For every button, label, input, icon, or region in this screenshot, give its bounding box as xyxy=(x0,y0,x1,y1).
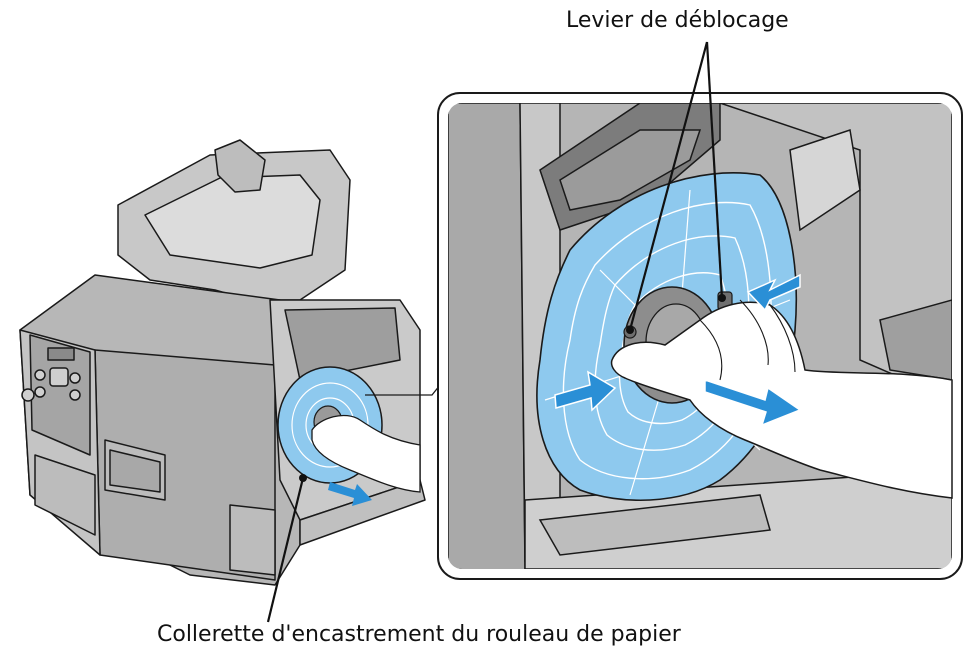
release-lever-label: Levier de déblocage xyxy=(566,8,789,33)
roll-flange-label: Collerette d'encastrement du rouleau de … xyxy=(157,622,681,647)
printer-body xyxy=(19,139,426,586)
arrow-small xyxy=(328,482,372,506)
arrows-large xyxy=(554,273,802,427)
leader-dots xyxy=(299,294,726,482)
hand-small xyxy=(311,414,421,493)
leader-lines xyxy=(266,41,724,623)
hand-finger-lines xyxy=(699,299,796,381)
zoom-inset xyxy=(437,92,963,580)
